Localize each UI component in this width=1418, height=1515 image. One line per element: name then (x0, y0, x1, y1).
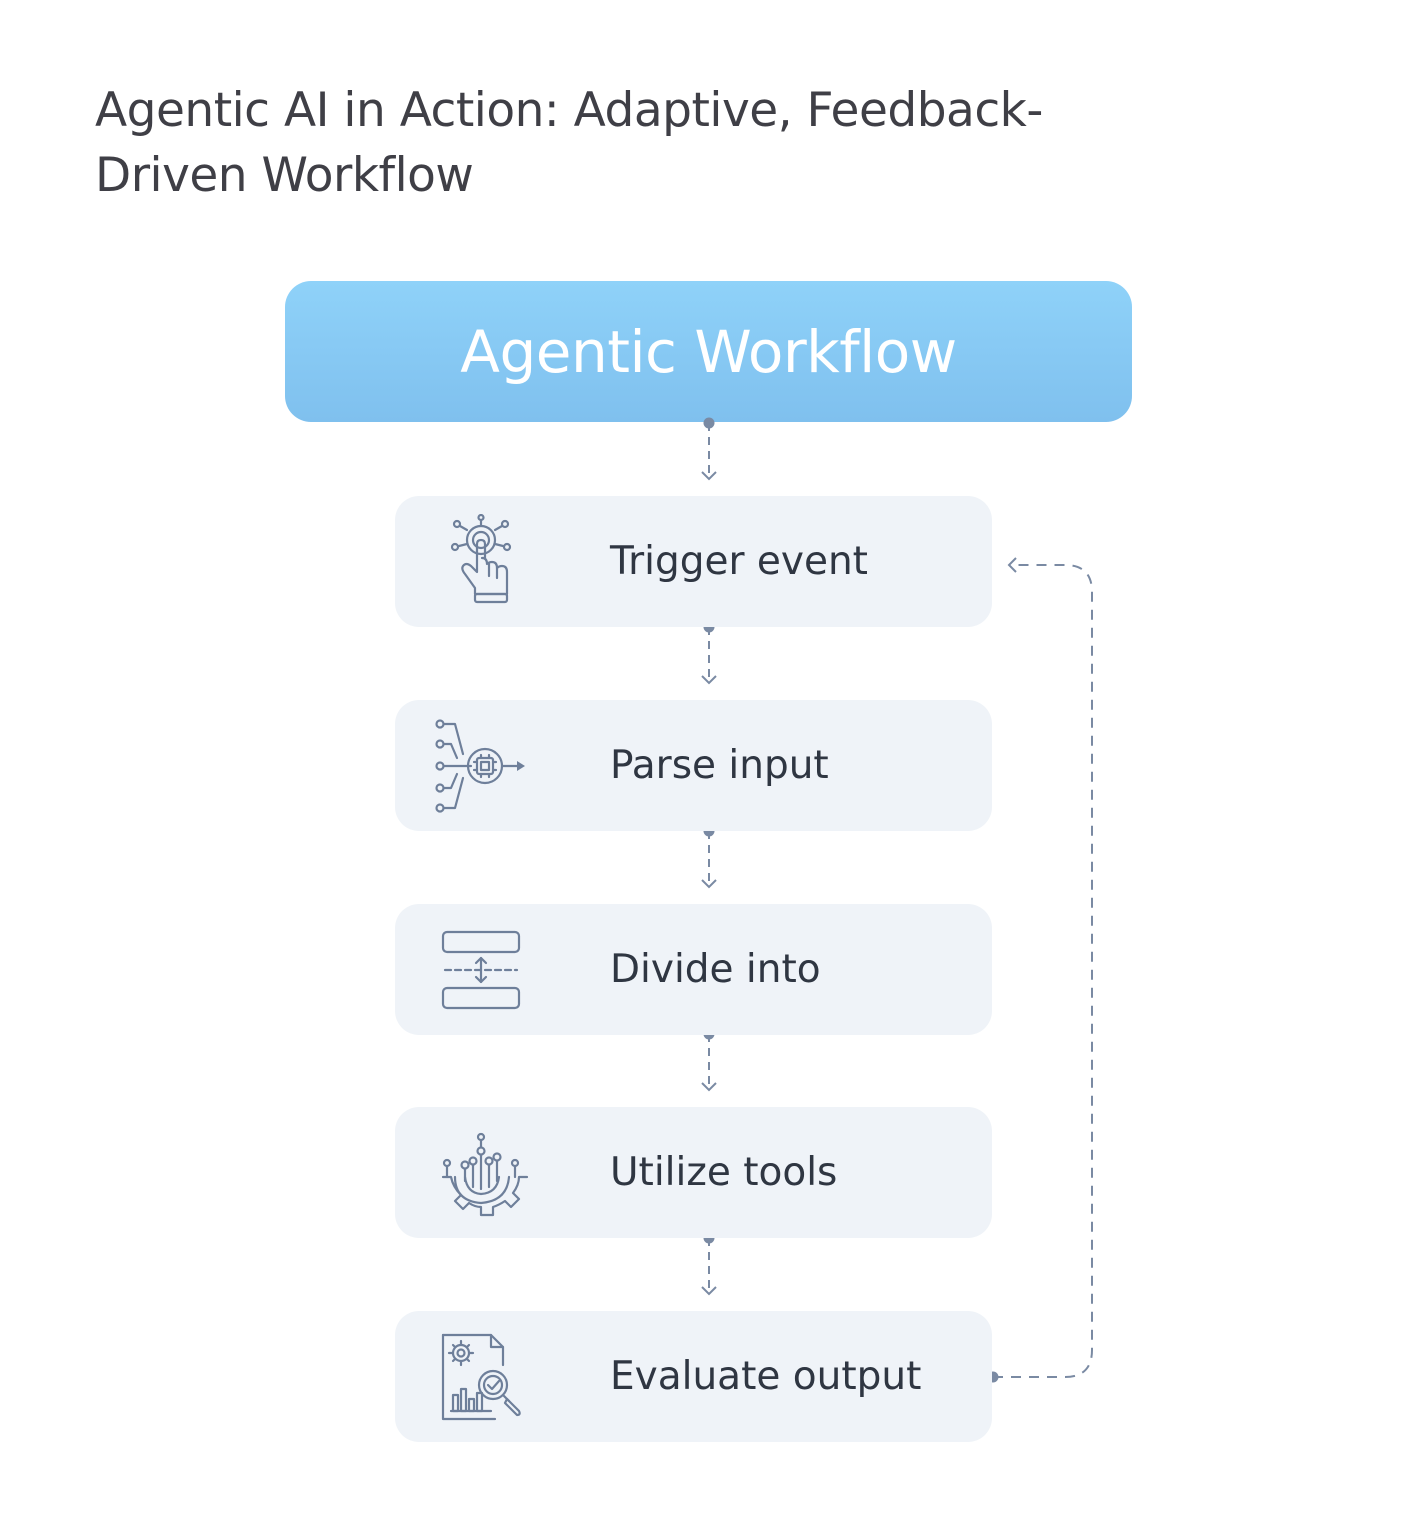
split-blocks-icon (441, 930, 521, 1010)
connector-step3-to-step4 (701, 1034, 717, 1092)
report-analysis-icon (441, 1333, 521, 1421)
step-utilize-tools: Utilize tools (395, 1107, 992, 1238)
connector-step4-to-step5 (701, 1238, 717, 1296)
step-label: Utilize tools (610, 1150, 838, 1195)
step-trigger-event: Trigger event (395, 496, 992, 627)
workflow-header-label: Agentic Workflow (460, 317, 957, 386)
step-label: Trigger event (610, 539, 868, 584)
feedback-loop-connector (993, 557, 1093, 1378)
connector-step2-to-step3 (701, 831, 717, 889)
processor-input-icon (435, 719, 525, 813)
step-label: Divide into (610, 947, 821, 992)
step-parse-input: Parse input (395, 700, 992, 831)
connector-header-to-step1 (701, 423, 717, 481)
step-label: Parse input (610, 743, 829, 788)
connector-dot (703, 417, 715, 429)
gear-tools-icon (441, 1132, 529, 1217)
step-label: Evaluate output (610, 1354, 922, 1399)
touch-hand-icon (450, 514, 512, 604)
step-evaluate-output: Evaluate output (395, 1311, 992, 1442)
workflow-header: Agentic Workflow (285, 281, 1132, 422)
connector-step1-to-step2 (701, 627, 717, 685)
page-title: Agentic AI in Action: Adaptive, Feedback… (95, 83, 1043, 203)
step-divide-into: Divide into (395, 904, 992, 1035)
